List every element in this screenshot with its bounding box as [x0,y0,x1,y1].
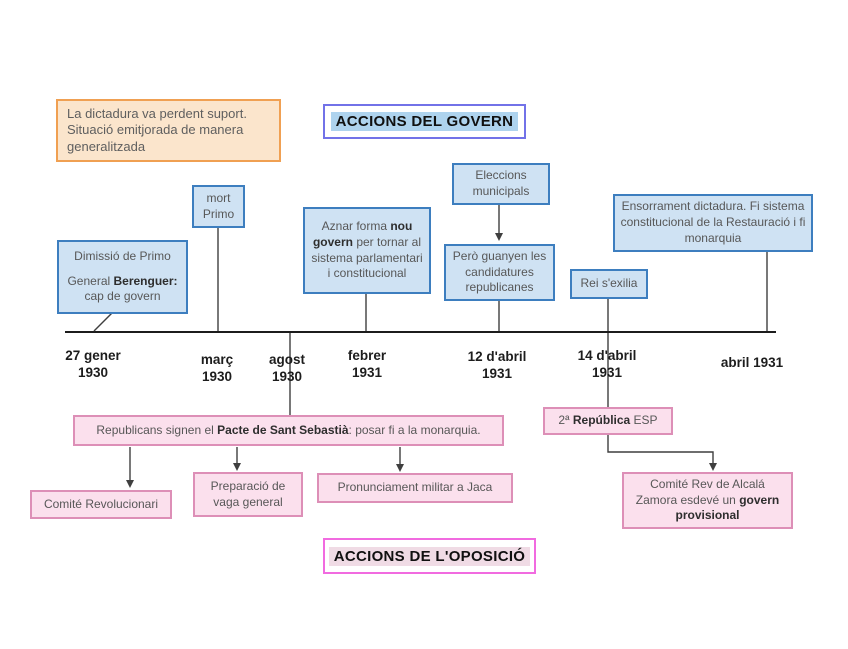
box-pacte-sant-sebastia: Republicans signen el Pacte de Sant Seba… [73,415,504,446]
title-accions-govern-label: ACCIONS DEL GOVERN [330,112,519,131]
comite-revolucionari-label: Comité Revolucionari [43,496,159,511]
title-accions-oposicio-label: ACCIONS DE L'OPOSICIÓ [328,546,531,566]
dimissio-line2: General Berenguer: cap de govern [67,273,178,304]
date-marc-1930: març 1930 [200,352,234,384]
box-preparacio-vaga: Preparació de vaga general [193,472,303,517]
box-aznar: Aznar forma nou govern per tornar al sis… [303,207,431,294]
comite-alcala-text: Comité Rev de Alcalá Zamora esdevé un go… [635,476,780,523]
arrowhead [396,464,404,472]
box-mort-primo: mort Primo [192,185,245,228]
rei-exilia-label: Rei s'exilia [580,276,638,291]
date-14-abril-1931: 14 d'abril 1931 [577,348,637,380]
box-eleccions-municipals: Eleccions municipals [452,163,550,205]
box-comite-revolucionari: Comité Revolucionari [30,490,172,519]
title-accions-govern: ACCIONS DEL GOVERN [323,104,526,139]
date-agost-1930: agost 1930 [268,352,305,384]
box-pronunciament-jaca: Pronunciament militar a Jaca [317,473,513,503]
segona-republica-text: 2ª República ESP [558,413,658,428]
pacte-text: Republicans signen el Pacte de Sant Seba… [96,422,481,437]
mort-primo-label: mort Primo [202,190,235,221]
note-text: La dictadura va perdent suport. Situació… [67,105,247,154]
arrowhead [126,480,134,488]
title-accions-oposicio: ACCIONS DE L'OPOSICIÓ [323,538,536,574]
aznar-text: Aznar forma nou govern per tornar al sis… [311,218,423,281]
date-12-abril-1931: 12 d'abril 1931 [467,349,527,381]
preparacio-vaga-label: Preparació de vaga general [210,478,286,509]
date-27-gener-1930: 27 gener 1930 [65,348,121,380]
note-dictadura: La dictadura va perdent suport. Situació… [56,99,281,162]
arrow-to-comite-alcala [607,434,714,464]
arrowhead [495,233,503,241]
date-febrer-1931: febrer 1931 [347,348,387,380]
pero-guanyen-label: Però guanyen les candidatures republican… [452,248,547,295]
ensorrament-label: Ensorrament dictadura. Fi sistema consti… [620,199,806,245]
eleccions-label: Eleccions municipals [472,168,530,198]
box-ensorrament: Ensorrament dictadura. Fi sistema consti… [613,194,813,252]
box-segona-republica: 2ª República ESP [543,407,673,435]
box-dimissio-primo: Dimissió de Primo General Berenguer: cap… [57,240,188,314]
arrowhead [233,463,241,471]
box-comite-alcala: Comité Rev de Alcalá Zamora esdevé un go… [622,472,793,529]
box-rei-exilia: Rei s'exilia [570,269,648,299]
box-pero-guanyen: Però guanyen les candidatures republican… [444,244,555,301]
dimissio-line1: Dimissió de Primo [74,248,171,263]
pronunciament-jaca-label: Pronunciament militar a Jaca [337,480,493,495]
date-abril-1931: abril 1931 [720,355,784,370]
arrowhead [709,463,717,471]
connector-dimissio [93,312,113,332]
